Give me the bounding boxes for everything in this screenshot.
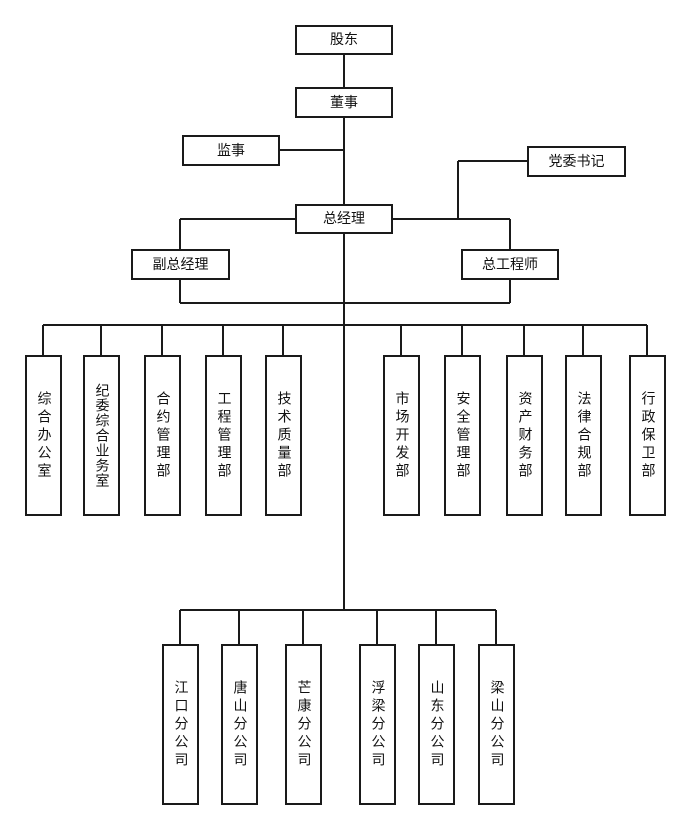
node-gudong: 股东: [295, 25, 393, 55]
node-label: 党委书记: [548, 153, 605, 170]
branch-label: 唐山分公司: [231, 679, 248, 770]
node-label: 副总经理: [152, 256, 209, 273]
dept-box: 技术质量部: [265, 355, 302, 516]
node-label: 董事: [330, 94, 358, 111]
node-dangwei: 党委书记: [527, 146, 626, 177]
branch-label: 浮梁分公司: [369, 679, 386, 770]
node-label: 总经理: [323, 211, 365, 227]
node-zonggong: 总工程师: [461, 249, 559, 280]
dept-box: 行政保卫部: [629, 355, 666, 516]
dept-label: 法律合规部: [575, 390, 592, 481]
dept-box: 资产财务部: [506, 355, 543, 516]
branch-box: 江口分公司: [162, 644, 199, 805]
dept-label: 安全管理部: [454, 390, 471, 481]
dept-label: 技术质量部: [275, 390, 292, 481]
dept-label: 综合办公室: [35, 390, 52, 481]
branch-label: 芒康分公司: [295, 679, 312, 770]
node-dongshi: 董事: [295, 87, 393, 118]
dept-label: 资产财务部: [516, 390, 533, 481]
dept-label: 工程管理部: [215, 390, 232, 481]
branch-box: 芒康分公司: [285, 644, 322, 805]
branch-box: 唐山分公司: [221, 644, 258, 805]
dept-box: 合约管理部: [144, 355, 181, 516]
dept-box: 工程管理部: [205, 355, 242, 516]
branch-label: 江口分公司: [172, 679, 189, 770]
branch-box: 浮梁分公司: [359, 644, 396, 805]
node-fuzong: 副总经理: [131, 249, 230, 280]
branch-box: 山东分公司: [418, 644, 455, 805]
branch-label: 梁山分公司: [488, 679, 505, 770]
branch-box: 梁山分公司: [478, 644, 515, 805]
dept-label: 行政保卫部: [639, 390, 656, 481]
node-label: 股东: [330, 32, 358, 48]
node-zongjingli: 总经理: [295, 204, 393, 234]
dept-label: 市场开发部: [393, 390, 410, 481]
node-jianshi: 监事: [182, 135, 280, 166]
dept-box: 纪委综合业务室: [83, 355, 120, 516]
dept-box: 市场开发部: [383, 355, 420, 516]
branch-label: 山东分公司: [428, 679, 445, 770]
dept-box: 法律合规部: [565, 355, 602, 516]
dept-box: 综合办公室: [25, 355, 62, 516]
dept-label: 合约管理部: [154, 390, 171, 481]
node-label: 监事: [217, 142, 245, 159]
dept-label: 纪委综合业务室: [93, 383, 110, 488]
dept-box: 安全管理部: [444, 355, 481, 516]
node-label: 总工程师: [482, 256, 538, 273]
